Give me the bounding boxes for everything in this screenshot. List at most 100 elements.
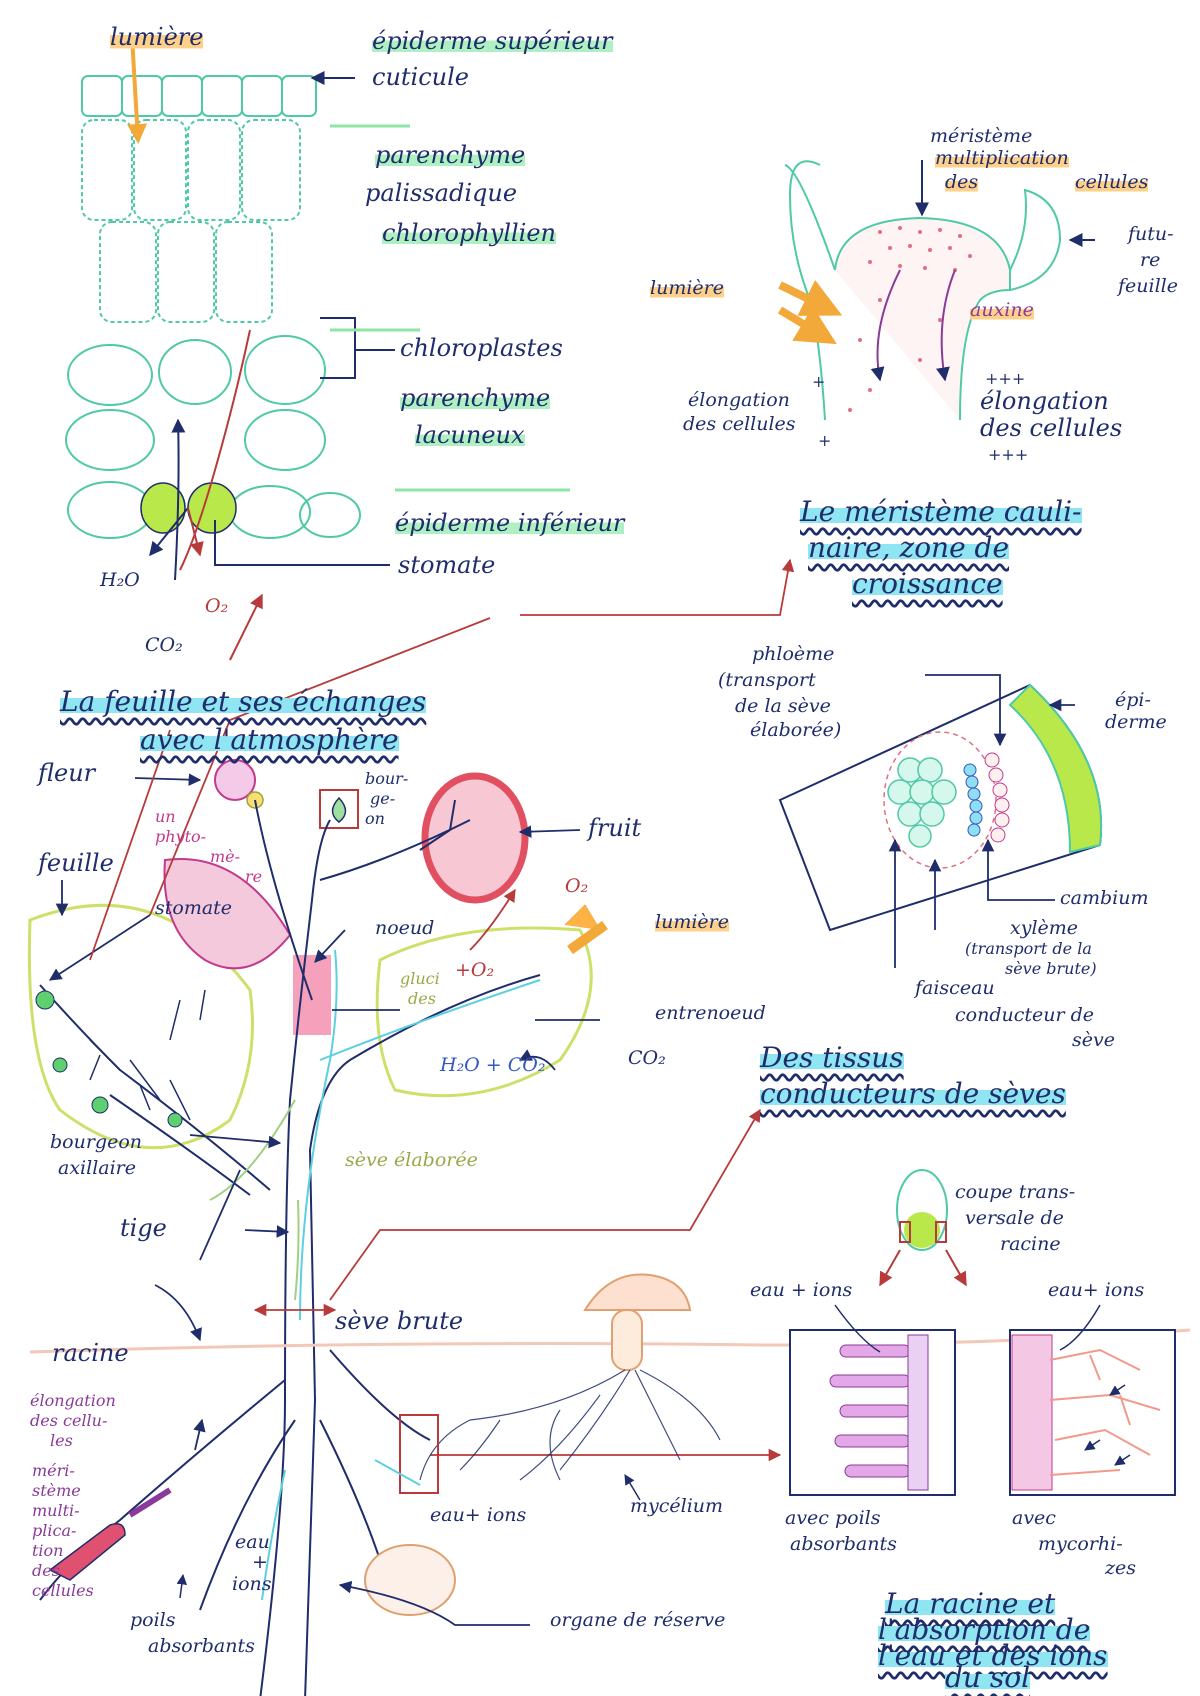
with-mycorrhizae-label-3: zes <box>1105 1557 1137 1579</box>
bundle-label-2: conducteur de <box>955 1004 1095 1026</box>
leaf-o2-label: O₂ <box>205 595 229 617</box>
root-meristem-2: stème <box>32 1481 81 1500</box>
right-box-water-ions-label: eau+ ions <box>1048 1279 1145 1301</box>
title-racine-4: du sol <box>945 1661 1031 1694</box>
meristem-plus-left-bottom: + <box>818 431 832 450</box>
root-hairs-label-1: poils <box>130 1609 176 1631</box>
palisade-label-1: parenchyme <box>375 141 526 170</box>
phloem-cells <box>984 752 1010 843</box>
bundle-label-1: faisceau <box>915 977 995 999</box>
cambium-label: cambium <box>1060 887 1149 909</box>
raw-sap-label: sève brute <box>335 1307 464 1335</box>
phloem-label-1: phloème <box>752 643 835 665</box>
root-water-ions-2: + <box>252 1551 268 1573</box>
root-water-ions-1: eau <box>235 1531 270 1553</box>
future-leaf-label-3: feuille <box>1118 275 1178 297</box>
plant-leaf-label: feuille <box>38 849 114 877</box>
title-tissus-1: Des tissus <box>760 1041 904 1074</box>
epidermis-label-1: épi- <box>1115 689 1151 711</box>
phloem-label-4: élaborée) <box>750 719 842 741</box>
epidermis-label-2: derme <box>1105 711 1167 733</box>
left-box-water-ions-label: eau + ions <box>750 1279 853 1301</box>
xylem-label-3: sève brute) <box>1005 959 1097 978</box>
lower-epidermis-label: épiderme inférieur <box>395 509 625 538</box>
root-hairs-label-2: absorbants <box>148 1635 255 1657</box>
root-meristem-6: des <box>32 1561 60 1580</box>
leaf-cross-section <box>65 75 361 539</box>
cuticle-label: cuticule <box>372 63 469 91</box>
leaf-light-label: lumière <box>110 23 204 52</box>
meristem-plus-right-top: +++ <box>985 369 1026 388</box>
root-water-ions-3: ions <box>232 1573 272 1595</box>
root-section-label-3: racine <box>1000 1233 1061 1255</box>
leaf-lines <box>127 35 570 661</box>
future-leaf-label-1: futu- <box>1128 223 1174 245</box>
reserve-organ-label: organe de réserve <box>550 1609 726 1631</box>
root-meristem-3: multi- <box>32 1501 80 1520</box>
title-feuille-1: La feuille et ses échanges <box>60 685 427 718</box>
mycelium-label: mycélium <box>630 1495 724 1517</box>
xylem-label-1: xylème <box>1010 917 1079 939</box>
multiplication-cells-label: cellules <box>1075 171 1149 194</box>
future-leaf-label-2: re <box>1140 249 1161 271</box>
axillary-bud-label-1: bourgeon <box>50 1131 143 1153</box>
phytomere-label-4: re <box>245 867 263 886</box>
shoot-meristem <box>777 160 1095 421</box>
glucides-label-2: des <box>408 989 436 1008</box>
bud-label-2: ge- <box>370 789 396 808</box>
leaf-h2o-label: H₂O <box>100 569 140 591</box>
plant-stomate-label: stomate <box>155 897 233 919</box>
cambium-cells <box>963 763 983 837</box>
phytomere-label-3: mè- <box>210 847 241 866</box>
root-section-label-2: versale de <box>965 1207 1064 1229</box>
title-feuille-2: avec l'atmosphère <box>140 723 399 756</box>
node-label: noeud <box>375 917 435 939</box>
title-meristeme-1: Le méristème cauli- <box>800 495 1082 528</box>
root-elongation-1: élongation <box>30 1391 116 1410</box>
with-mycorrhizae-label-2: mycorhi- <box>1038 1533 1123 1555</box>
spongy-cells <box>65 335 326 471</box>
with-mycorrhizae-label-1: avec <box>1012 1507 1056 1529</box>
upper-epidermis-cells <box>81 75 317 117</box>
plant-light-label: lumière <box>655 911 729 934</box>
flower <box>214 759 264 809</box>
multiplication-des-label: des <box>945 171 979 194</box>
glucides-o2-label: +O₂ <box>455 959 495 981</box>
title-meristeme-2: naire, zone de <box>808 531 1010 564</box>
root-meristem-5: tion <box>32 1541 64 1560</box>
phloem-label-2: (transport <box>718 669 816 691</box>
h2o-co2-label: H₂O + CO₂ <box>440 1054 546 1076</box>
title-tissus-2: conducteurs de sèves <box>760 1077 1066 1110</box>
phytomere-label-1: un <box>155 807 176 826</box>
palisade-label-2: palissadique <box>365 179 518 207</box>
root-meristem-4: plica- <box>32 1521 77 1540</box>
glucides-label-1: gluci <box>400 969 440 988</box>
palisade-label-3: chlorophyllien <box>382 219 557 248</box>
root-section-label-1: coupe trans- <box>955 1181 1076 1203</box>
phloem-label-3: de la sève <box>735 695 831 717</box>
root-label: racine <box>52 1339 129 1367</box>
fruit-label: fruit <box>588 814 642 842</box>
with-root-hairs-label-1: avec poils <box>785 1507 881 1529</box>
leaf-co2-label: CO₂ <box>145 634 183 656</box>
spongy-label-2: lacuneux <box>415 421 525 450</box>
elaborated-sap-label: sève élaborée <box>345 1149 478 1171</box>
xylem-cells <box>887 757 957 848</box>
spongy-label-1: parenchyme <box>400 384 551 413</box>
internode-label: entrenoeud <box>655 1002 766 1024</box>
elongation-left-1: élongation <box>688 389 790 411</box>
elongation-right-1: élongation <box>980 387 1109 415</box>
root-elongation-3: les <box>50 1431 73 1450</box>
bud-label-1: bour- <box>365 769 409 788</box>
auxin-label: auxine <box>970 299 1034 322</box>
stem-label: tige <box>120 1214 167 1242</box>
mid-water-ions-label: eau+ ions <box>430 1504 527 1526</box>
elongation-left-2: des cellules <box>683 413 796 435</box>
upper-epidermis-label: épiderme supérieur <box>372 27 613 56</box>
meristem-plus-right-bottom: +++ <box>988 445 1029 464</box>
chloroplasts-label: chloroplastes <box>400 334 563 362</box>
stomate-label: stomate <box>398 551 496 579</box>
meristem-plus-left-top: + <box>812 372 826 391</box>
bud-label-3: on <box>365 809 385 828</box>
